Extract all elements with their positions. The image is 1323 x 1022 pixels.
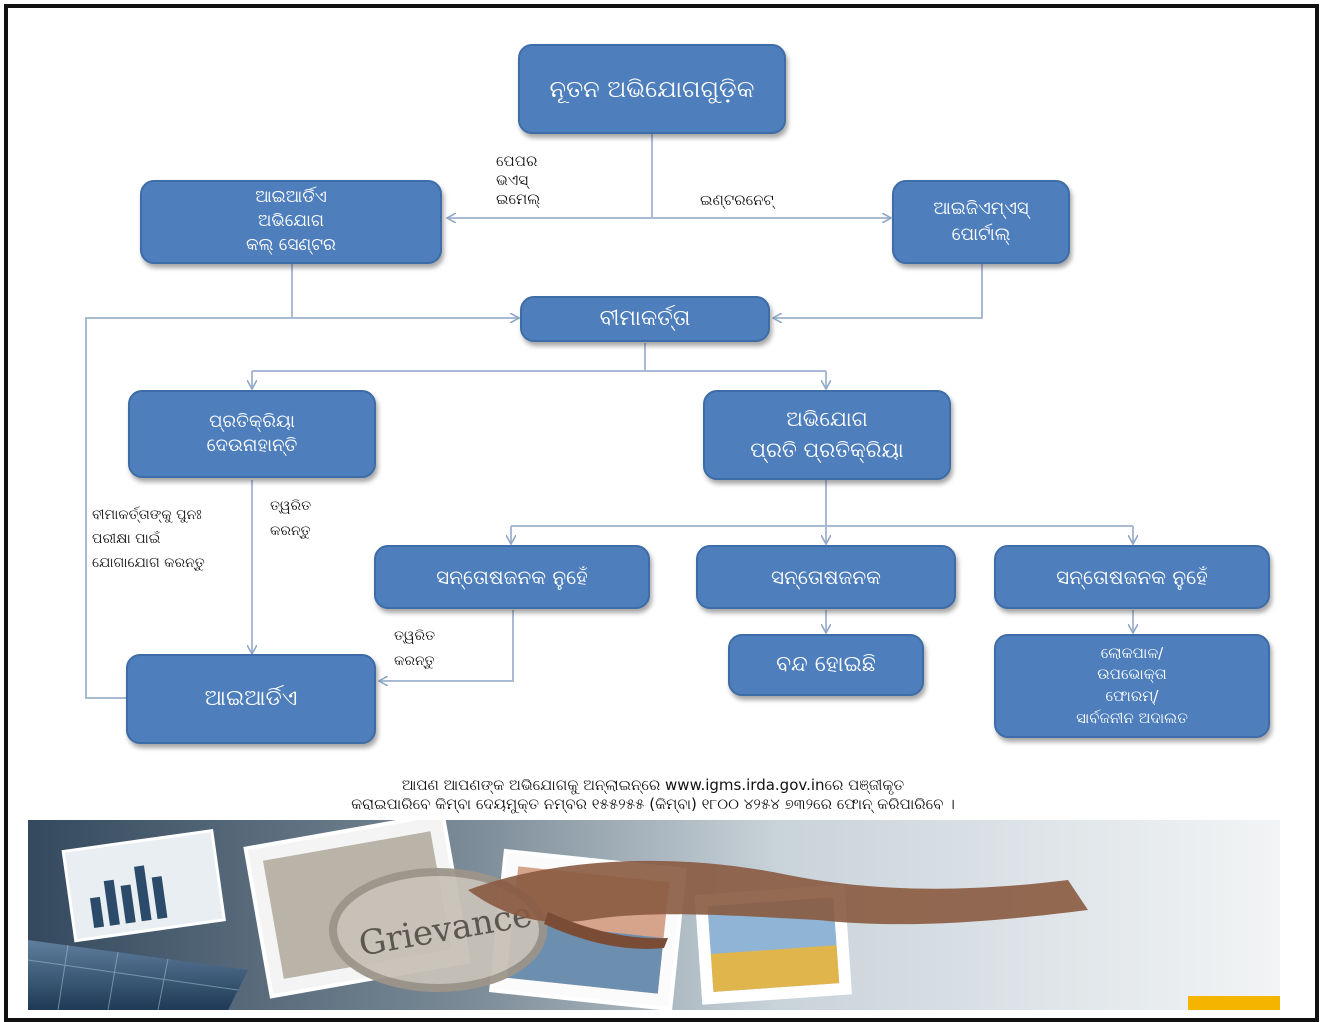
irdai-label: ଆଇଆର୍ଡିଏ	[204, 686, 298, 712]
ombudsman-line-1: ଲୋକପାଳ/	[1100, 643, 1164, 662]
igms-portal-line-1: ଆଇଜିଏମ୍ଏସ୍	[933, 197, 1029, 219]
node-not-satisfactory-right: ସନ୍ତୋଷଜନକ ନୁହେଁ	[994, 545, 1270, 609]
solar-panel-shape	[28, 940, 248, 1010]
node-complaint-response: ଅଭିଯୋଗ ପ୍ରତି ପ୍ରତିକ୍ରିୟା	[703, 390, 951, 480]
ombudsman-line-3: ଫୋରମ୍/	[1105, 687, 1159, 705]
complaint-response-line-1: ଅଭିଯୋଗ	[786, 406, 868, 431]
not-satisfactory-left-label: ସନ୍ତୋଷଜନକ ନୁହେଁ	[436, 564, 588, 589]
complaint-response-line-2: ପ୍ରତି ପ୍ରତିକ୍ରିୟା	[750, 438, 904, 462]
node-ombudsman: ଲୋକପାଳ/ ଉପଭୋକ୍ତା ଫୋରମ୍/ ସାର୍ବଜନୀନ ଅଦାଲତ	[994, 634, 1270, 738]
edge-recontact-loop	[85, 318, 518, 699]
insurer-label: ବୀମାକର୍ତ୍ତା	[599, 306, 691, 332]
escalate-1-line-2: କରନ୍ତୁ	[270, 522, 311, 539]
hand-shape	[468, 860, 1088, 949]
bar-chart-card	[61, 828, 226, 943]
label-paper-fax-email: ପେପର ଭଏସ୍ ଇମେଲ୍	[496, 152, 540, 208]
node-closed: ବନ୍ଦ ହୋଇଛି	[728, 634, 924, 696]
node-insurer: ବୀମାକର୍ତ୍ତା	[520, 296, 770, 342]
call-center-line-1: ଆଇଆର୍ଡିଏ	[255, 187, 327, 208]
node-irdai: ଆଇଆର୍ଡିଏ	[126, 654, 376, 744]
label-escalate-2: ତ୍ୱରିତ କରନ୍ତୁ	[394, 624, 435, 673]
edge-portal-to-insurer	[774, 264, 983, 318]
email-label: ଇମେଲ୍	[496, 189, 541, 208]
escalate-2-line-1: ତ୍ୱରିତ	[394, 628, 436, 644]
node-irdai-call-center: ଆଇଆର୍ଡିଏ ଅଭିଯୋଗ କଲ୍ ସେଣ୍ଟର	[140, 180, 442, 264]
call-center-line-2: ଅଭିଯୋଗ	[258, 211, 324, 232]
label-internet: ଇଣ୍ଟରନେଟ୍	[700, 188, 774, 212]
igms-portal-line-2: ପୋର୍ଟାଲ୍	[951, 224, 1011, 245]
recontact-line-1: ବୀମାକର୍ତ୍ତାଙ୍କୁ ପୁନଃ	[92, 507, 202, 523]
recontact-line-3: ଯୋଗାଯୋଗ କରନ୍ତୁ	[92, 554, 205, 571]
escalate-1-line-1: ତ୍ୱରିତ	[270, 498, 312, 514]
node-not-satisfactory-left: ସନ୍ତୋଷଜନକ ନୁହେଁ	[374, 545, 650, 609]
node-no-response: ପ୍ରତିକ୍ରିୟା ଦେଉନାହାନ୍ତି	[128, 390, 376, 478]
node-new-complaints: ନୂତନ ଅଭିଯୋଗଗୁଡ଼ିକ	[518, 44, 786, 134]
closed-label: ବନ୍ଦ ହୋଇଛି	[776, 652, 876, 678]
escalate-2-line-2: କରନ୍ତୁ	[394, 652, 435, 669]
node-satisfactory: ସନ୍ତୋଷଜନକ	[696, 545, 956, 609]
internet-label: ଇଣ୍ଟରନେଟ୍	[700, 191, 774, 209]
orange-corner-accent	[1188, 996, 1280, 1010]
footer-info-text: ଆପଣ ଆପଣଙ୍କ ଅଭିଯୋଗକୁ ଅନ୍ଲାଇନ୍ରେ www.igms.…	[28, 776, 1278, 814]
grievance-photo: Grievance	[28, 820, 1280, 1010]
grievance-photo-art: Grievance	[28, 820, 1280, 1010]
no-response-line-2: ଦେଉନାହାନ୍ତି	[206, 435, 298, 456]
label-recontact-insurer: ବୀମାକର୍ତ୍ତାଙ୍କୁ ପୁନଃ ପରୀକ୍ଷା ପାଇଁ ଯୋଗାଯୋ…	[92, 504, 205, 575]
voice-label: ଭଏସ୍	[496, 170, 529, 189]
no-response-line-1: ପ୍ରତିକ୍ରିୟା	[209, 410, 295, 432]
edge-not-satisfactory-to-irdai	[380, 610, 514, 681]
call-center-line-3: କଲ୍ ସେଣ୍ଟର	[246, 234, 336, 255]
connector-layer	[85, 134, 1315, 699]
satisfactory-label: ସନ୍ତୋଷଜନକ	[771, 564, 881, 589]
label-escalate-1: ତ୍ୱରିତ କରନ୍ତୁ	[270, 494, 311, 543]
node-new-complaints-label: ନୂତନ ଅଭିଯୋଗଗୁଡ଼ିକ	[549, 75, 755, 103]
paper-label: ପେପର	[496, 152, 538, 170]
ombudsman-line-2: ଉପଭୋକ୍ତା	[1097, 665, 1167, 684]
not-satisfactory-right-label: ସନ୍ତୋଷଜନକ ନୁହେଁ	[1056, 564, 1208, 589]
node-igms-portal: ଆଇଜିଏମ୍ଏସ୍ ପୋର୍ଟାଲ୍	[892, 180, 1070, 264]
footer-line-2: କରାଇପାରିବେ କିମ୍ବା ଦେୟମୁକ୍ତ ନମ୍ବର ୧୫୫୨୫୫ …	[351, 794, 955, 813]
footer-line-1: ଆପଣ ଆପଣଙ୍କ ଅଭିଯୋଗକୁ ଅନ୍ଲାଇନ୍ରେ www.igms.…	[401, 776, 905, 794]
recontact-line-2: ପରୀକ୍ଷା ପାଇଁ	[92, 530, 161, 547]
ombudsman-line-4: ସାର୍ବଜନୀନ ଅଦାଲତ	[1076, 708, 1188, 727]
flowchart-frame: ନୂତନ ଅଭିଯୋଗଗୁଡ଼ିକ ଆଇଆର୍ଡିଏ ଅଭିଯୋଗ କଲ୍ ସେ…	[4, 4, 1319, 1022]
